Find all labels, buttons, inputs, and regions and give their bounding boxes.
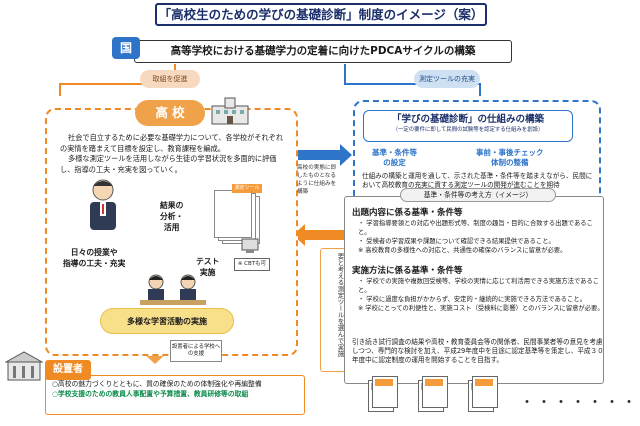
learning-activities-oval: 多様な学習活動の実施 xyxy=(100,308,234,334)
daily-class-label: 日々の授業や 指導の工夫・充実 xyxy=(63,248,126,268)
criteria-detail-box xyxy=(344,196,604,384)
diagnosis-header: 「学びの基礎診断」の仕組みの構築 （一定の要件に即して民間の試験等を認定する仕組… xyxy=(363,110,573,142)
teacher-icon xyxy=(90,179,116,230)
check-system-label: 事前・事後チェック 体制の整備 xyxy=(476,148,544,167)
cbt-note: ※ CBTも可 xyxy=(234,258,270,271)
doc-icon xyxy=(372,376,398,408)
method-criteria-list: ・ 学校での実施や複数回受検等、学校の実情に応じて利活用できる実施方法であること… xyxy=(358,277,604,313)
tool-enrich-label: 測定ツールの充実 xyxy=(414,70,480,88)
setchi-support-note: 設置者による学校への支援 xyxy=(170,340,222,362)
government-building-icon xyxy=(5,351,43,381)
kuni-goal-box: 高等学校における基礎学力の定着に向けたPDCAサイクルの構築 xyxy=(134,40,512,63)
promote-label: 取組を促進 xyxy=(140,70,200,88)
students-icon xyxy=(140,274,206,305)
school-badge: 高 校 xyxy=(135,100,205,126)
content-criteria-list: ・ 学習指導要領との対応や出題形式等、制度の趣旨・目的に合致する出題であること。… xyxy=(358,219,604,255)
setchi-line-1: ○高校の魅力づくりとともに、質の確保のための体制強化や再編整備 xyxy=(52,380,262,388)
list-item: ・ 学校での実施や複数回受検等、学校の実情に応じて利活用できる実施方法であること… xyxy=(358,278,600,294)
setchi-badge: 設置者 xyxy=(45,360,91,380)
criteria-setting-label: 基準・条件等 の設定 xyxy=(372,148,417,167)
setchi-box: ○高校の魅力づくりとともに、質の確保のための体制強化や再編整備 ○学校支援のため… xyxy=(45,375,305,415)
criteria-concept-title: 基準・条件等の考え方（イメージ） xyxy=(400,188,556,202)
school-description: 社会で自立するために必要な基礎学力について、各学校がそれぞれの実情を踏まえて目標… xyxy=(60,133,285,175)
tool-docs-icon xyxy=(214,190,260,244)
more-dots: ・・・・・・・ xyxy=(520,395,639,411)
analysis-label: 結果の 分析・ 活用 xyxy=(160,201,184,232)
list-item: ・ 学校に過度な負担がかからず、安定的・継続的に実施できる方法であること。 xyxy=(358,296,586,303)
tool-docs-row xyxy=(368,376,518,420)
kuni-badge: 国 xyxy=(112,37,140,59)
tool-tag: 測定ツール xyxy=(232,184,262,193)
school-para-2: 多様な測定ツールを活用しながら生徒の学習状況を多面的に評価し、指導の工夫・充実を… xyxy=(60,154,277,174)
method-criteria-title: 実施方法に係る基準・条件等 xyxy=(352,266,463,276)
diagnosis-description: 仕組みの構築と運用を通して、示された基準・条件等を踏まえながら、民間において高校… xyxy=(362,172,593,190)
doc-icon xyxy=(472,376,498,408)
diagnosis-header-main: 「学びの基礎診断」の仕組みの構築 xyxy=(391,114,544,125)
school-para-1: 社会で自立するために必要な基礎学力について、各学校がそれぞれの実情を踏まえて目標… xyxy=(60,133,284,153)
content-criteria-title: 出題内容に係る基準・条件等 xyxy=(352,208,463,218)
list-item: ※ 学校にとっての利便性と、実施コスト（受検料に影響）とのバランスに留意が必要。 xyxy=(358,305,604,312)
diagnosis-header-sub: （一定の要件に即して民間の試験等を認定する仕組みを創設） xyxy=(392,127,544,133)
computer-icon xyxy=(241,238,259,253)
test-label: テスト 実施 xyxy=(196,257,220,277)
doc-icon xyxy=(422,376,448,408)
list-item: ・ 受検者の学習成果や課題について確認できる結果提供であること。 xyxy=(358,238,555,245)
list-item: ・ 学習指導要領との対応や出題形式等、制度の趣旨・目的に合致する出題であること。 xyxy=(358,220,593,236)
list-item: ※ 高校教育の多様性への対応と、共通性の確保のバランスに留意が必要。 xyxy=(358,247,567,254)
middle-right-arrow xyxy=(293,144,352,166)
setchi-line-2: ○学校支援のための教員人事配置や予算措置、教員研修等の取組 xyxy=(52,389,249,398)
school-building-icon xyxy=(211,97,249,125)
page-title: 「高校生のための学びの基礎診断」制度のイメージ（案） xyxy=(155,3,487,26)
closing-statement: 引き続き試行調査の結果や高校・教育委員会等の関係者、民間事業者等の意見を考慮しつ… xyxy=(352,338,604,365)
middle-note: 高校の実態に即したものとなるように仕組みを構築 xyxy=(297,165,337,195)
